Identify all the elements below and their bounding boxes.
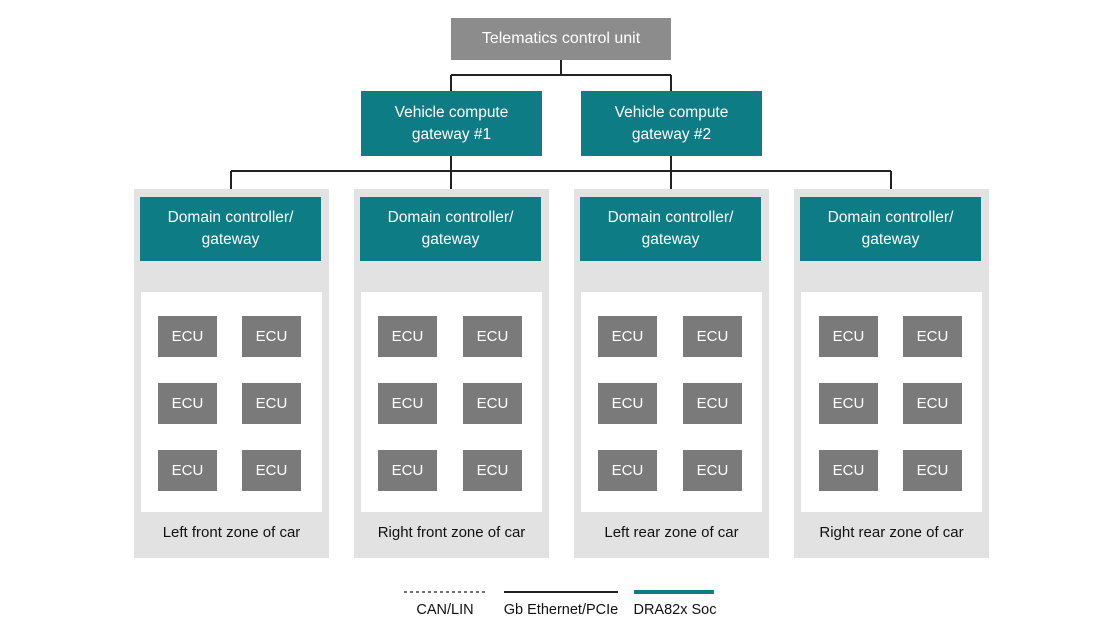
- ecu-block: ECU: [903, 316, 962, 357]
- ecu-block: ECU: [242, 383, 301, 424]
- ecu-block: ECU: [463, 450, 522, 491]
- domain-controller: Domain controller/ gateway: [140, 197, 321, 261]
- domain-controller-line-2: gateway: [861, 231, 920, 248]
- ecu-block: ECU: [463, 316, 522, 357]
- legend-swatches: [404, 590, 714, 594]
- domain-controller-line-1: Domain controller/: [387, 209, 514, 226]
- ecu-block: ECU: [903, 450, 962, 491]
- zone-label: Right front zone of car: [377, 524, 526, 541]
- domain-controller-line-2: gateway: [421, 231, 480, 248]
- domain-controller: Domain controller/ gateway: [360, 197, 541, 261]
- tcu-label: Telematics control unit: [481, 30, 641, 47]
- ecu-block: ECU: [158, 450, 217, 491]
- zone-label: Left rear zone of car: [604, 524, 739, 541]
- gateway-1-line-1: Vehicle compute: [394, 103, 509, 121]
- zone-label: Left front zone of car: [162, 524, 301, 541]
- ecu-block: ECU: [598, 316, 657, 357]
- zone-right-rear: Domain controller/ gateway ECU ECU ECU E…: [794, 189, 989, 558]
- domain-controller-line-1: Domain controller/: [167, 209, 294, 226]
- ecu-block: ECU: [819, 383, 878, 424]
- zone-left-rear: Domain controller/ gateway ECU ECU ECU E…: [574, 189, 769, 558]
- ecu-block: ECU: [598, 383, 657, 424]
- ecu-block: ECU: [683, 383, 742, 424]
- ecu-block: ECU: [378, 383, 437, 424]
- ecu-block: ECU: [683, 316, 742, 357]
- legend: CAN/LIN Gb Ethernet/PCIe DRA82x Soc: [380, 584, 740, 624]
- ecu-block: ECU: [598, 450, 657, 491]
- vehicle-compute-gateway-1: Vehicle compute gateway #1: [361, 91, 542, 156]
- ecu-block: ECU: [903, 383, 962, 424]
- ecu-panel: ECU ECU ECU ECU ECU ECU: [581, 292, 762, 512]
- vehicle-compute-gateway-2: Vehicle compute gateway #2: [581, 91, 762, 156]
- gateway-1-line-2: gateway #1: [411, 125, 492, 143]
- legend-soc: DRA82x Soc: [633, 602, 717, 618]
- ecu-block: ECU: [683, 450, 742, 491]
- ecu-block: ECU: [242, 316, 301, 357]
- legend-can-lin: CAN/LIN: [416, 602, 474, 618]
- gateway-connector: [230, 156, 892, 197]
- ecu-block: ECU: [378, 450, 437, 491]
- zone-left-front: Domain controller/ gateway ECU ECU ECU E…: [134, 189, 329, 558]
- domain-controller: Domain controller/ gateway: [800, 197, 981, 261]
- gateway-2-line-2: gateway #2: [631, 125, 712, 143]
- ecu-block: ECU: [158, 383, 217, 424]
- domain-controller-line-2: gateway: [641, 231, 700, 248]
- ecu-panel: ECU ECU ECU ECU ECU ECU: [801, 292, 982, 512]
- ecu-block: ECU: [242, 450, 301, 491]
- gateway-2-line-1: Vehicle compute: [614, 103, 729, 121]
- domain-controller-line-2: gateway: [201, 231, 260, 248]
- legend-ethernet: Gb Ethernet/PCIe: [503, 602, 619, 618]
- ecu-panel: ECU ECU ECU ECU ECU ECU: [141, 292, 322, 512]
- ecu-panel: ECU ECU ECU ECU ECU ECU: [361, 292, 542, 512]
- zone-right-front: Domain controller/ gateway ECU ECU ECU E…: [354, 189, 549, 558]
- ecu-block: ECU: [463, 383, 522, 424]
- zone-label: Right rear zone of car: [819, 524, 964, 541]
- domain-controller: Domain controller/ gateway: [580, 197, 761, 261]
- ecu-block: ECU: [378, 316, 437, 357]
- ecu-block: ECU: [158, 316, 217, 357]
- domain-controller-line-1: Domain controller/: [827, 209, 954, 226]
- ecu-block: ECU: [819, 450, 878, 491]
- tcu-connector: [450, 60, 672, 91]
- ecu-block: ECU: [819, 316, 878, 357]
- telematics-control-unit: Telematics control unit: [451, 18, 671, 60]
- domain-controller-line-1: Domain controller/: [607, 209, 734, 226]
